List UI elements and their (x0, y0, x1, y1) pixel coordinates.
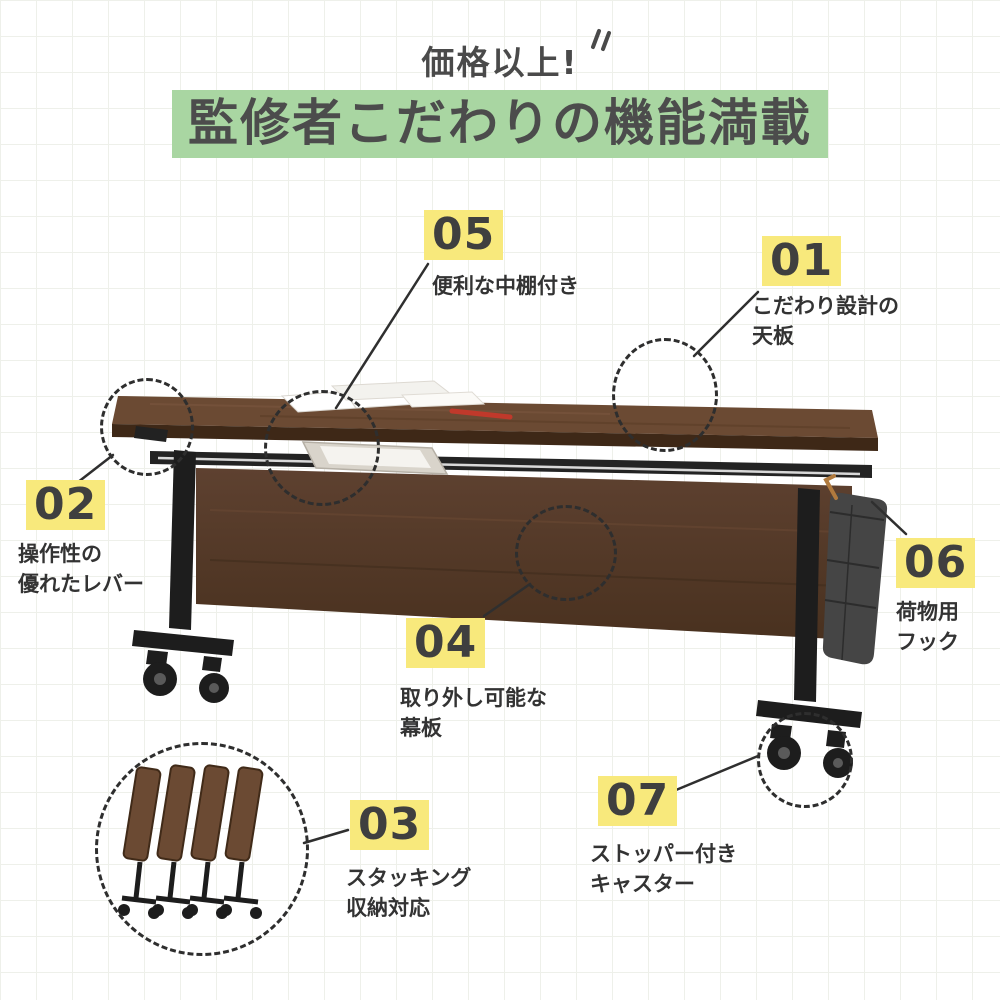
callout-03-number: 03 (350, 800, 430, 850)
callout-07-label-line: ストッパー付き (590, 842, 737, 866)
callout-03-label: スタッキング 収納対応 (346, 864, 471, 924)
red-pen (449, 408, 513, 420)
feature-circle-03-inset (95, 742, 309, 956)
callout-04-label-line: 幕板 (400, 715, 442, 740)
callout-02-label-line: 優れたレバー (18, 571, 144, 596)
callout-06-label: 荷物用 フック (896, 598, 959, 658)
callout-07-number: 07 (598, 776, 678, 826)
side-bag (822, 474, 888, 665)
feature-circle-01 (612, 338, 718, 452)
callout-06-label-line: 荷物用 (896, 600, 959, 624)
callout-01-label-line: 天板 (752, 323, 794, 348)
callout-04-number: 04 (406, 618, 486, 668)
callout-07-label-line: キャスター (590, 871, 695, 896)
callout-01-label: こだわり設計の 天板 (752, 292, 899, 352)
feature-circle-04 (515, 505, 617, 601)
callout-02-number: 02 (26, 480, 106, 530)
left-leg (132, 450, 234, 703)
callout-05-label: 便利な中棚付き (432, 272, 579, 302)
feature-circle-05 (264, 390, 380, 506)
callout-04-label: 取り外し可能な 幕板 (400, 684, 547, 744)
tabletop (112, 396, 878, 451)
callout-04-label-line: 取り外し可能な (400, 686, 547, 710)
callout-05-label-line: 便利な中棚付き (432, 274, 579, 298)
bag-hook (823, 474, 838, 500)
callout-02-label-line: 操作性の (18, 542, 102, 566)
callout-01-label-line: こだわり設計の (752, 294, 899, 318)
callout-03-label-line: 収納対応 (346, 895, 430, 920)
feature-circle-07 (757, 712, 853, 808)
callout-02-label: 操作性の 優れたレバー (18, 540, 144, 600)
page-title: 監修者こだわりの機能満載 (172, 90, 828, 158)
callout-06-number: 06 (896, 538, 976, 588)
tagline-text: 価格以上! (421, 43, 579, 82)
callout-06-label-line: フック (896, 629, 959, 654)
tagline: 価格以上! (421, 29, 611, 84)
header: 価格以上! 監修者こだわりの機能満載 (0, 0, 1000, 158)
callout-03-label-line: スタッキング (346, 866, 472, 890)
callout-01-number: 01 (762, 236, 842, 286)
feature-circle-02 (100, 378, 194, 476)
callout-05-number: 05 (424, 210, 504, 260)
callout-07-label: ストッパー付き キャスター (590, 840, 737, 900)
emphasis-strokes-icon (589, 22, 615, 61)
